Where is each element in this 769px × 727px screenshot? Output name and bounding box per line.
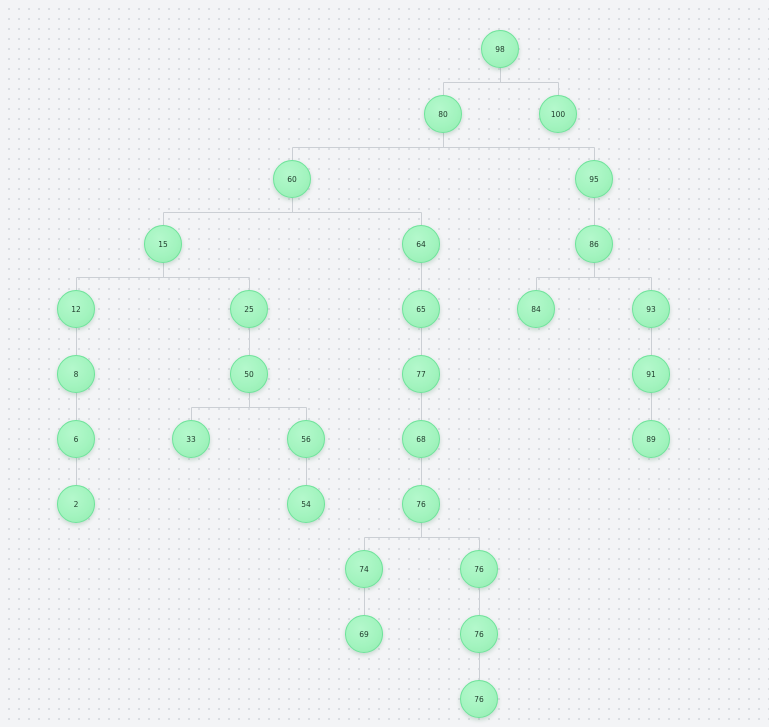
- tree-node-label: 77: [416, 369, 426, 379]
- tree-node-50[interactable]: 50: [230, 355, 268, 393]
- tree-node-56[interactable]: 56: [287, 420, 325, 458]
- tree-node-84[interactable]: 84: [517, 290, 555, 328]
- tree-node-8[interactable]: 8: [57, 355, 95, 393]
- tree-node-label: 50: [244, 369, 254, 379]
- tree-node-label: 54: [301, 499, 311, 509]
- tree-node-54[interactable]: 54: [287, 485, 325, 523]
- tree-node-label: 6: [73, 434, 79, 444]
- tree-node-label: 98: [495, 44, 505, 54]
- tree-node-6[interactable]: 6: [57, 420, 95, 458]
- tree-node-label: 84: [531, 304, 541, 314]
- tree-node-label: 15: [158, 239, 168, 249]
- tree-node-label: 100: [550, 109, 566, 119]
- tree-node-label: 76: [416, 499, 426, 509]
- tree-node-label: 69: [359, 629, 369, 639]
- tree-node-label: 76: [474, 564, 484, 574]
- tree-node-76a[interactable]: 76: [402, 485, 440, 523]
- tree-node-label: 89: [646, 434, 656, 444]
- tree-node-86[interactable]: 86: [575, 225, 613, 263]
- tree-node-label: 60: [287, 174, 297, 184]
- tree-node-12[interactable]: 12: [57, 290, 95, 328]
- tree-node-74[interactable]: 74: [345, 550, 383, 588]
- tree-node-label: 86: [589, 239, 599, 249]
- tree-node-label: 25: [244, 304, 254, 314]
- tree-node-label: 80: [438, 109, 448, 119]
- tree-node-76b[interactable]: 76: [460, 550, 498, 588]
- tree-node-93[interactable]: 93: [632, 290, 670, 328]
- tree-node-label: 76: [474, 629, 484, 639]
- tree-node-label: 76: [474, 694, 484, 704]
- tree-node-label: 12: [71, 304, 81, 314]
- tree-node-label: 68: [416, 434, 426, 444]
- tree-node-98[interactable]: 98: [481, 30, 519, 68]
- tree-node-76d[interactable]: 76: [460, 680, 498, 718]
- tree-node-label: 95: [589, 174, 599, 184]
- tree-node-15[interactable]: 15: [144, 225, 182, 263]
- tree-node-65[interactable]: 65: [402, 290, 440, 328]
- tree-node-25[interactable]: 25: [230, 290, 268, 328]
- tree-node-2[interactable]: 2: [57, 485, 95, 523]
- tree-node-label: 2: [73, 499, 79, 509]
- tree-node-69[interactable]: 69: [345, 615, 383, 653]
- tree-node-76c[interactable]: 76: [460, 615, 498, 653]
- tree-node-60[interactable]: 60: [273, 160, 311, 198]
- tree-node-label: 64: [416, 239, 426, 249]
- tree-node-95[interactable]: 95: [575, 160, 613, 198]
- tree-node-33[interactable]: 33: [172, 420, 210, 458]
- tree-node-label: 93: [646, 304, 656, 314]
- tree-node-77[interactable]: 77: [402, 355, 440, 393]
- tree-node-label: 33: [186, 434, 196, 444]
- tree-node-label: 8: [73, 369, 79, 379]
- tree-node-label: 91: [646, 369, 656, 379]
- tree-node-64[interactable]: 64: [402, 225, 440, 263]
- tree-node-89[interactable]: 89: [632, 420, 670, 458]
- tree-node-label: 56: [301, 434, 311, 444]
- tree-node-68[interactable]: 68: [402, 420, 440, 458]
- tree-node-label: 74: [359, 564, 369, 574]
- tree-node-80[interactable]: 80: [424, 95, 462, 133]
- tree-node-91[interactable]: 91: [632, 355, 670, 393]
- tree-node-label: 65: [416, 304, 426, 314]
- tree-node-100[interactable]: 100: [539, 95, 577, 133]
